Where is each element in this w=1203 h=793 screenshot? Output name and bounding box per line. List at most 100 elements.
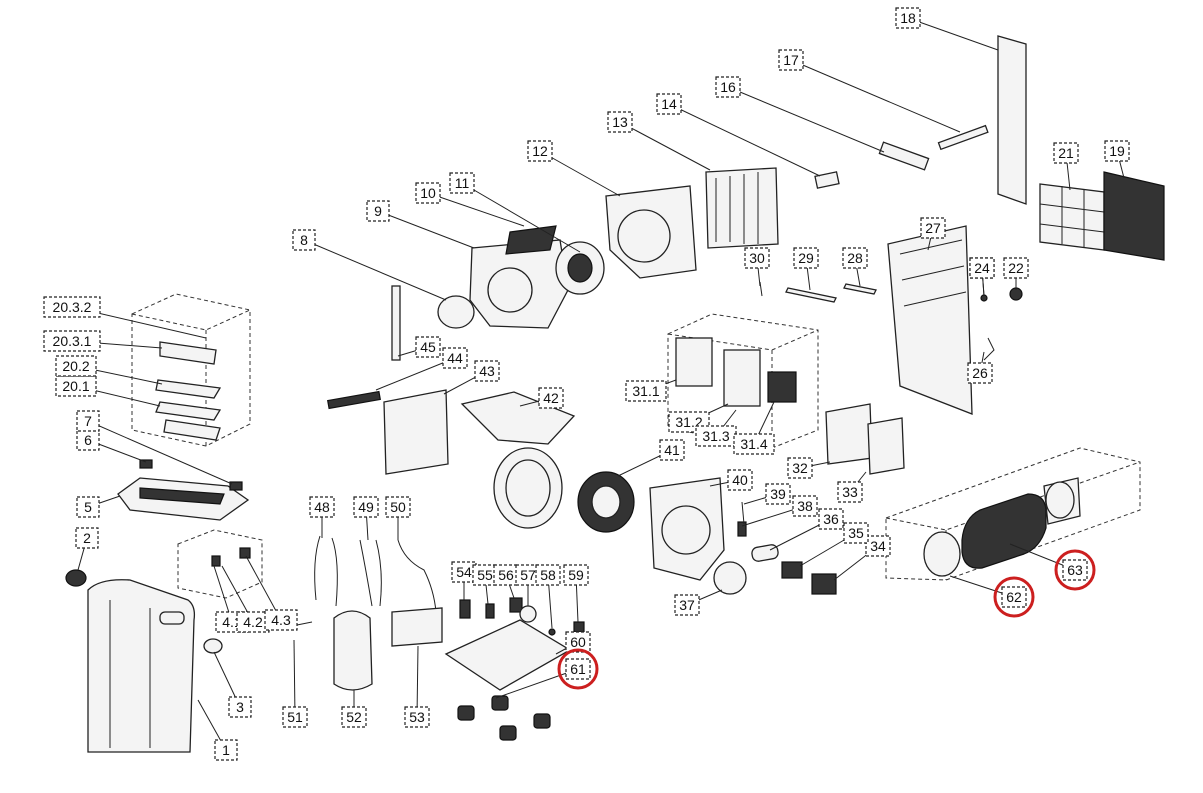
highlight-circle-62 (993, 576, 1035, 618)
svg-text:20.2: 20.2 (62, 358, 89, 374)
svg-text:50: 50 (390, 499, 406, 515)
svg-text:44: 44 (447, 350, 463, 366)
part-label-56: 56 (493, 564, 519, 586)
svg-text:20.3.1: 20.3.1 (53, 333, 92, 349)
part-label-57: 57 (515, 564, 541, 586)
svg-text:22: 22 (1008, 260, 1024, 276)
svg-text:11: 11 (455, 175, 470, 191)
part-label-3: 3 (228, 696, 252, 718)
part-label-18: 18 (895, 7, 921, 29)
part-label-61: 61 (565, 658, 591, 680)
leader-line-44 (375, 357, 456, 391)
part-label-32: 32 (787, 457, 813, 479)
svg-text:39: 39 (770, 486, 786, 502)
highlight-circle-63 (1054, 549, 1096, 591)
svg-text:32: 32 (792, 460, 808, 476)
svg-text:43: 43 (479, 363, 495, 379)
part-label-53: 53 (404, 706, 430, 728)
part-label-7: 7 (76, 410, 100, 432)
part-label-9: 9 (366, 200, 390, 222)
svg-text:19: 19 (1109, 143, 1125, 159)
svg-text:31.1: 31.1 (632, 383, 659, 399)
highlight-circles (557, 549, 1096, 690)
part-label-42: 42 (538, 387, 564, 409)
svg-text:59: 59 (568, 567, 584, 583)
part-label-8: 8 (292, 229, 316, 251)
part-label-30: 30 (744, 247, 770, 269)
part-label-39: 39 (765, 483, 791, 505)
svg-text:55: 55 (477, 567, 493, 583)
svg-text:41: 41 (664, 442, 680, 458)
leader-line-8 (303, 239, 447, 301)
svg-text:49: 49 (358, 499, 374, 515)
part-label-51: 51 (282, 706, 308, 728)
svg-text:56: 56 (498, 567, 514, 583)
svg-text:14: 14 (661, 96, 677, 112)
part-label-49: 49 (353, 496, 379, 518)
svg-text:31.4: 31.4 (740, 436, 767, 452)
leader-line-18 (907, 17, 999, 51)
part-label-52: 52 (341, 706, 367, 728)
part-label-54: 54 (451, 561, 477, 583)
svg-text:35: 35 (848, 525, 864, 541)
svg-text:20.3.2: 20.3.2 (53, 299, 92, 315)
part-label-14: 14 (656, 93, 682, 115)
part-label-11: 11 (449, 172, 475, 194)
part-label-13: 13 (607, 111, 633, 133)
svg-text:3: 3 (236, 699, 244, 715)
svg-text:7: 7 (84, 413, 92, 429)
svg-text:62: 62 (1006, 589, 1022, 605)
part-label-1: 1 (214, 739, 238, 761)
svg-text:17: 17 (783, 52, 799, 68)
part-label-28: 28 (842, 247, 868, 269)
part-label-4-2: 4.2 (236, 611, 270, 633)
part-label-58: 58 (535, 564, 561, 586)
svg-text:63: 63 (1067, 562, 1083, 578)
part-label-19: 19 (1104, 140, 1130, 162)
rear-grille-part (1103, 171, 1165, 261)
svg-text:13: 13 (612, 114, 628, 130)
side-rail-part (997, 35, 1027, 205)
leader-line-11 (461, 182, 581, 253)
part-label-27: 27 (920, 217, 946, 239)
svg-text:16: 16 (720, 79, 736, 95)
part-label-12: 12 (527, 140, 553, 162)
svg-text:51: 51 (287, 709, 303, 725)
svg-text:6: 6 (84, 432, 92, 448)
svg-text:31.3: 31.3 (702, 428, 729, 444)
grommet-part (203, 638, 223, 654)
part-label-21: 21 (1053, 142, 1079, 164)
caster-part (65, 569, 87, 587)
leader-line-51 (293, 639, 296, 718)
part-label-20-2: 20.2 (55, 355, 97, 377)
part-label-34: 34 (865, 535, 891, 557)
part-label-33: 33 (837, 481, 863, 503)
svg-text:45: 45 (420, 339, 436, 355)
part-label-10: 10 (415, 182, 441, 204)
svg-text:27: 27 (925, 220, 941, 236)
exhaust-hose-part (961, 493, 1047, 569)
svg-text:61: 61 (570, 661, 586, 677)
svg-text:60: 60 (570, 634, 586, 650)
leader-line-4-3 (245, 555, 282, 621)
part-label-31-1: 31.1 (625, 380, 667, 402)
air-filter-part (1039, 183, 1105, 251)
part-label-29: 29 (793, 247, 819, 269)
svg-text:18: 18 (900, 10, 916, 26)
part-label-20-3-1: 20.3.1 (43, 330, 101, 352)
svg-text:8: 8 (300, 232, 308, 248)
window-adapter-part (923, 531, 961, 577)
svg-text:28: 28 (847, 250, 863, 266)
svg-text:37: 37 (679, 597, 695, 613)
leader-line-13 (619, 121, 711, 171)
part-label-59: 59 (563, 564, 589, 586)
svg-text:38: 38 (797, 498, 813, 514)
svg-text:20.1: 20.1 (62, 378, 89, 394)
compressor-part (333, 610, 373, 691)
part-label-4-3: 4.3 (264, 609, 298, 631)
part-label-24: 24 (969, 257, 995, 279)
svg-text:31.2: 31.2 (675, 414, 702, 430)
part-label-5: 5 (76, 496, 100, 518)
part-label-62: 62 (1001, 586, 1027, 608)
